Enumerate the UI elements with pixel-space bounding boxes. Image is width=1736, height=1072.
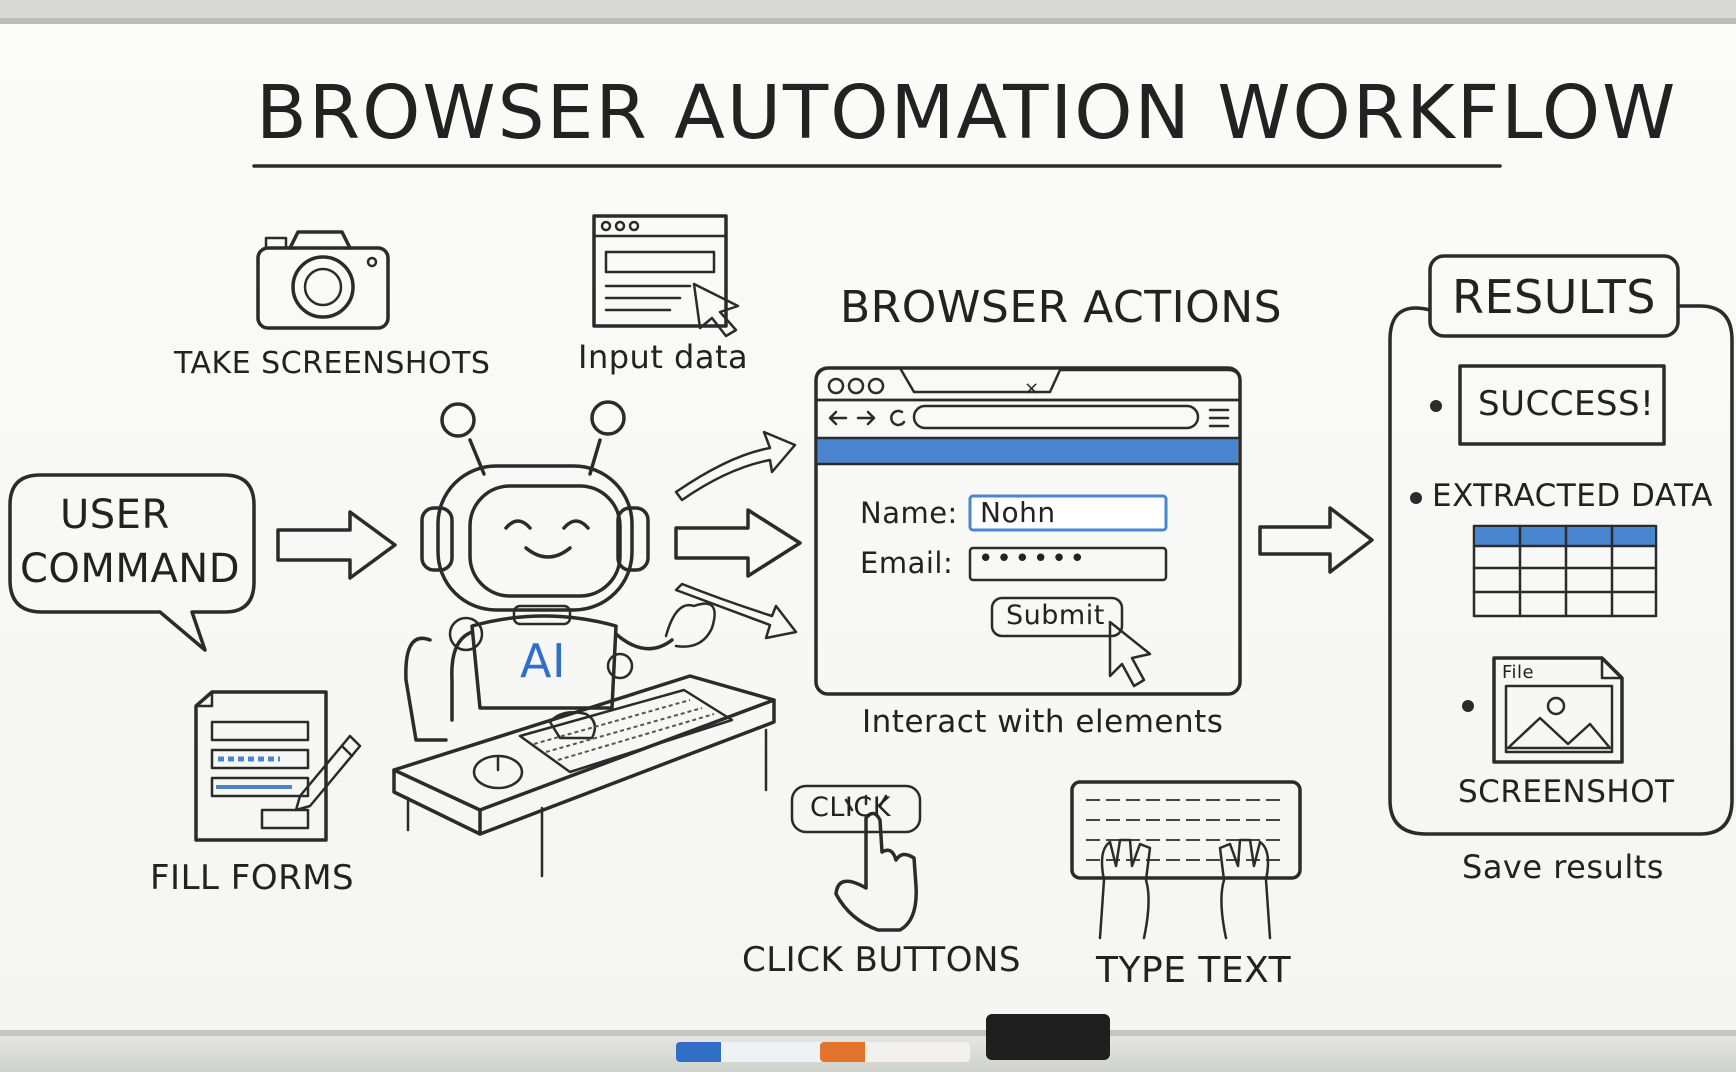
email-label: Email: xyxy=(860,546,954,580)
screenshot-label: SCREENSHOT xyxy=(1458,774,1675,810)
input-data-label: Input data xyxy=(578,338,749,376)
browser-close-glyph: × xyxy=(1024,378,1040,399)
email-field-value: •••••• xyxy=(978,544,1089,574)
name-label: Name: xyxy=(860,496,958,530)
browser-actions-heading: BROWSER ACTIONS xyxy=(840,282,1283,333)
eraser xyxy=(986,1014,1110,1060)
user-command-line2: COMMAND xyxy=(20,546,241,592)
name-field-value: Nohn xyxy=(980,496,1056,529)
robot-icon xyxy=(404,400,716,742)
hand-pointer-icon xyxy=(834,794,918,932)
browser-window-icon xyxy=(814,366,1242,696)
typing-hands-icon xyxy=(1070,780,1302,940)
arrow-right-icon xyxy=(674,430,797,502)
arrow-right-icon xyxy=(674,508,802,578)
results-container xyxy=(1388,254,1734,836)
speech-bubble-icon xyxy=(8,473,256,652)
desk xyxy=(392,674,776,878)
blue-marker xyxy=(676,1042,826,1062)
fill-forms-label: FILL FORMS xyxy=(150,858,355,898)
image-file-icon xyxy=(1492,656,1624,764)
arrow-right-icon xyxy=(1258,506,1374,574)
camera-icon xyxy=(256,230,390,330)
click-badge xyxy=(790,784,922,834)
cursor-icon xyxy=(692,282,740,338)
robot-chest-label: AI xyxy=(520,634,567,688)
submit-button-label: Submit xyxy=(1006,600,1105,631)
click-buttons-label: CLICK BUTTONS xyxy=(742,940,1021,980)
browser-window-icon xyxy=(592,214,728,328)
cursor-icon xyxy=(1108,620,1152,688)
type-text-label: TYPE TEXT xyxy=(1096,950,1292,991)
arrow-right-icon xyxy=(674,582,798,640)
success-label: SUCCESS! xyxy=(1478,384,1655,424)
keyboard-icon xyxy=(518,688,734,774)
page-title: BROWSER AUTOMATION WORKFLOW xyxy=(256,70,1678,156)
orange-marker xyxy=(820,1042,970,1062)
user-command-line1: USER xyxy=(60,492,170,538)
results-heading: RESULTS xyxy=(1452,270,1656,324)
mouse-icon xyxy=(472,754,524,790)
form-pencil-icon xyxy=(194,690,362,842)
click-badge-label: CLICK xyxy=(810,792,891,823)
save-results-caption: Save results xyxy=(1462,848,1664,886)
table-icon xyxy=(1472,524,1658,618)
arrow-right-icon xyxy=(276,510,397,580)
extracted-data-label: EXTRACTED DATA xyxy=(1432,478,1713,514)
browser-actions-caption: Interact with elements xyxy=(862,704,1224,740)
file-tag-label: File xyxy=(1502,662,1535,683)
take-screenshots-label: TAKE SCREENSHOTS xyxy=(174,346,491,381)
